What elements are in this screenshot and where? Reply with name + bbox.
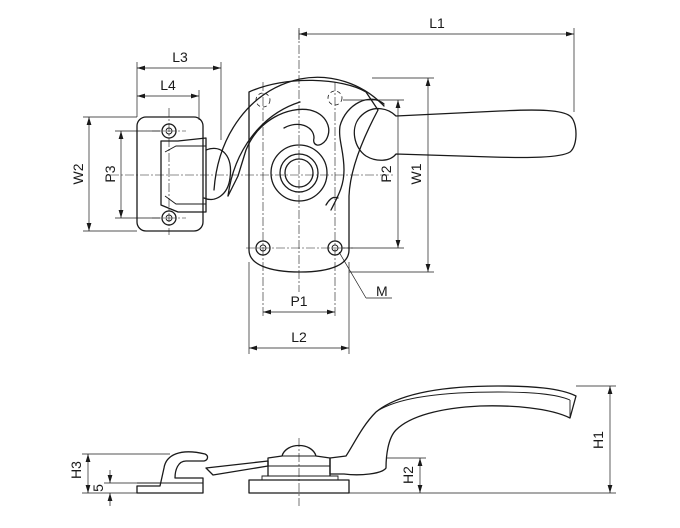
dim-L4: L4 — [137, 77, 200, 120]
label-P2: P2 — [378, 165, 394, 182]
cam-notch — [325, 196, 339, 206]
dim-W1: W1 — [349, 77, 434, 273]
hook-arc-inner — [227, 101, 301, 197]
label-W2: W2 — [70, 163, 86, 184]
dim-P1: P1 — [263, 293, 335, 315]
keeper-side — [136, 451, 209, 494]
dim-5: 5 — [90, 470, 137, 506]
dim-W2: W2 — [70, 116, 137, 232]
dim-H2: H2 — [386, 457, 426, 493]
label-L4: L4 — [160, 77, 176, 93]
lever-cam — [330, 98, 385, 211]
lever-side — [329, 385, 577, 476]
side-view: H1 H2 H3 5 — [68, 385, 616, 506]
base-plate — [248, 79, 379, 273]
top-view: L1 L3 L4 W2 P3 — [70, 15, 577, 354]
label-P1: P1 — [290, 293, 307, 309]
dim-H3: H3 — [68, 453, 170, 494]
label-5: 5 — [90, 484, 106, 492]
hook-tip — [227, 108, 330, 197]
label-H2: H2 — [400, 466, 416, 484]
dim-P3: P3 — [102, 130, 160, 219]
label-P3: P3 — [102, 165, 118, 182]
label-M: M — [376, 283, 388, 299]
lever-arm — [353, 107, 577, 161]
leader-M: M — [338, 251, 392, 299]
label-W1: W1 — [408, 163, 424, 184]
label-L1: L1 — [429, 15, 445, 31]
label-L3: L3 — [172, 49, 188, 65]
dim-L1: L1 — [298, 15, 575, 112]
keeper-plate — [136, 116, 207, 232]
dim-L3: L3 — [136, 49, 222, 140]
hook-tongue-side — [205, 460, 269, 476]
label-H3: H3 — [68, 461, 84, 479]
label-L2: L2 — [291, 329, 307, 345]
hook-nose — [203, 147, 232, 201]
label-H1: H1 — [590, 431, 606, 449]
dim-L2: L2 — [248, 262, 350, 354]
dim-P2: P2 — [343, 99, 404, 249]
dim-H1: H1 — [349, 385, 616, 494]
